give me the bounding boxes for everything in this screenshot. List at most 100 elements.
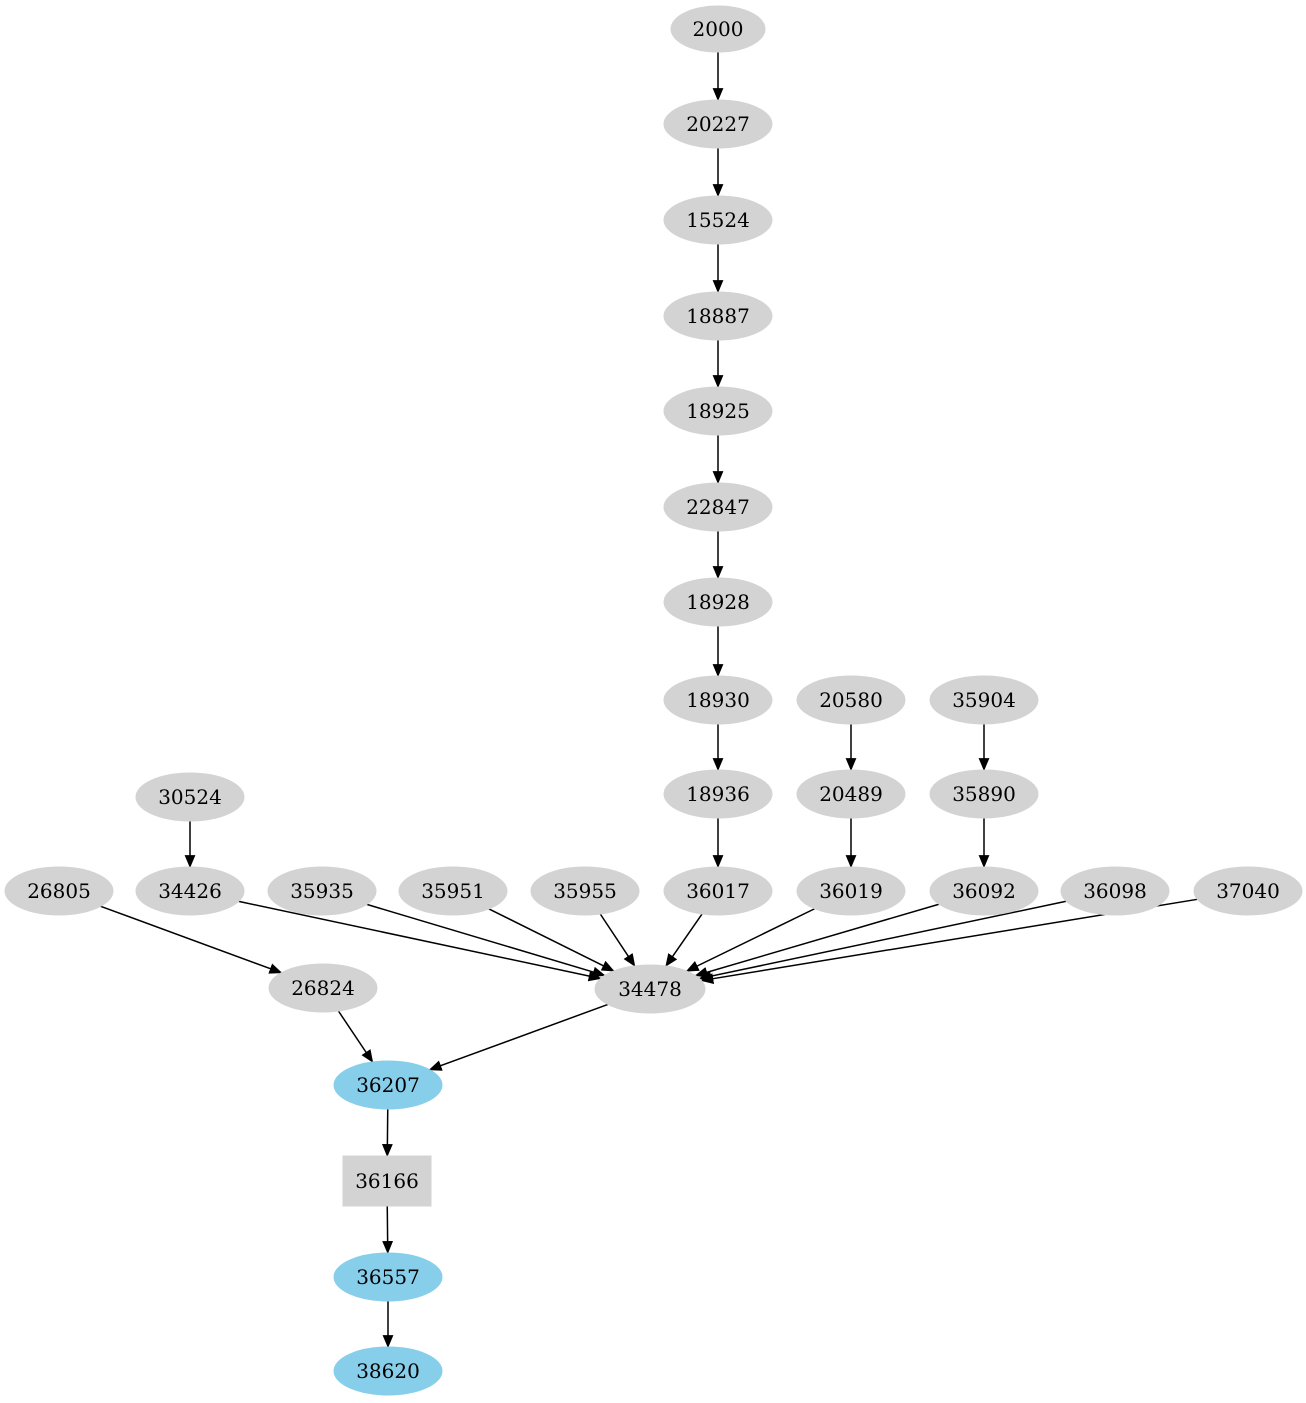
node-label-26805: 26805 [27,879,91,903]
graph-node-18925: 18925 [663,386,773,436]
node-label-38620: 38620 [356,1359,420,1383]
node-label-35890: 35890 [952,782,1016,806]
node-label-34426: 34426 [158,879,222,903]
node-shape-ellipse [135,866,245,916]
edge-35955-34478 [599,913,636,967]
node-layer: 2000 20227 15524 18887 18925 22847 18928 18930 1… [4,5,1303,1396]
node-shape-ellipse [530,866,640,916]
node-shape-ellipse [594,964,706,1014]
edge-35951-34478 [488,908,615,972]
node-shape-ellipse [663,577,773,627]
node-label-18936: 18936 [686,782,750,806]
node-shape-ellipse [663,195,773,245]
node-label-18930: 18930 [686,688,750,712]
node-shape-ellipse [929,769,1039,819]
node-shape-ellipse [663,482,773,532]
graph-node-26824: 26824 [268,963,378,1013]
graph-node-22847: 22847 [663,482,773,532]
graph-node-2000: 2000 [670,5,766,53]
graph-node-36017: 36017 [663,866,773,916]
graph-node-35904: 35904 [929,675,1039,725]
graph-node-35935: 35935 [267,866,377,916]
node-shape-ellipse [1060,866,1170,916]
graph-node-36557: 36557 [333,1252,443,1302]
node-label-36557: 36557 [356,1265,420,1289]
node-label-36098: 36098 [1083,879,1147,903]
node-shape-ellipse [333,1252,443,1302]
graph-node-34426: 34426 [135,866,245,916]
node-shape-ellipse [1193,866,1303,916]
graph-node-35955: 35955 [530,866,640,916]
edge-36098-34478 [698,900,1067,982]
node-shape-ellipse [333,1060,443,1110]
edge-36017-34478 [665,913,703,967]
node-shape-ellipse [796,675,906,725]
node-shape-ellipse [663,99,773,149]
graph-node-15524: 15524 [663,195,773,245]
node-shape-ellipse [796,866,906,916]
node-label-37040: 37040 [1216,879,1280,903]
node-label-34478: 34478 [618,977,682,1001]
graph-node-30524: 30524 [135,772,245,822]
node-label-18928: 18928 [686,590,750,614]
node-label-20227: 20227 [686,112,750,136]
node-label-2000: 2000 [693,17,744,41]
graph-node-35951: 35951 [398,866,508,916]
graph-node-35890: 35890 [929,769,1039,819]
node-shape-ellipse [929,675,1039,725]
node-label-22847: 22847 [686,495,750,519]
node-label-20580: 20580 [819,688,883,712]
node-label-30524: 30524 [158,785,222,809]
node-label-20489: 20489 [819,782,883,806]
graph-node-20489: 20489 [796,769,906,819]
node-label-35951: 35951 [421,879,485,903]
node-shape-box [342,1155,432,1207]
node-label-26824: 26824 [291,976,355,1000]
graph-node-36098: 36098 [1060,866,1170,916]
edge-34478-36207 [428,1003,609,1071]
graph-node-20580: 20580 [796,675,906,725]
node-label-35935: 35935 [290,879,354,903]
graph-node-20227: 20227 [663,99,773,149]
node-shape-ellipse [398,866,508,916]
node-shape-ellipse [663,675,773,725]
graph-node-26805: 26805 [4,866,114,916]
node-shape-ellipse [268,963,378,1013]
node-shape-ellipse [267,866,377,916]
graph-node-18887: 18887 [663,291,773,341]
node-label-18925: 18925 [686,399,750,423]
edge-36019-34478 [685,908,815,972]
node-label-35955: 35955 [553,879,617,903]
node-shape-ellipse [4,866,114,916]
node-shape-ellipse [135,772,245,822]
node-shape-ellipse [670,5,766,53]
edge-35935-34478 [366,903,606,978]
node-shape-ellipse [333,1346,443,1396]
node-shape-ellipse [796,769,906,819]
edge-36092-34478 [694,903,940,978]
graph-node-36207: 36207 [333,1060,443,1110]
node-label-18887: 18887 [686,304,750,328]
node-label-35904: 35904 [952,688,1016,712]
node-label-36017: 36017 [686,879,750,903]
node-label-36019: 36019 [819,879,883,903]
node-label-36207: 36207 [356,1073,420,1097]
graph-node-34478: 34478 [594,964,706,1014]
graph-node-36019: 36019 [796,866,906,916]
node-label-36166: 36166 [355,1169,419,1193]
graph-node-38620: 38620 [333,1346,443,1396]
node-shape-ellipse [663,769,773,819]
node-label-15524: 15524 [686,208,750,232]
graph-node-36166: 36166 [342,1155,432,1207]
node-shape-ellipse [929,866,1039,916]
edge-26805-26824 [100,905,283,974]
node-shape-ellipse [663,866,773,916]
graph-node-36092: 36092 [929,866,1039,916]
graph-node-37040: 37040 [1193,866,1303,916]
edge-26824-36207 [337,1010,374,1063]
graph-node-18936: 18936 [663,769,773,819]
node-shape-ellipse [663,386,773,436]
graph-node-18928: 18928 [663,577,773,627]
